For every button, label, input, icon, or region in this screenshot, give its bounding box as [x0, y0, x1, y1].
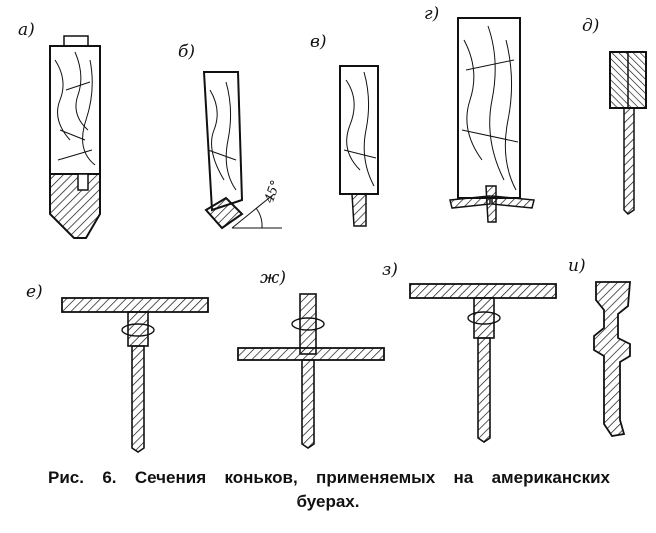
section-zh-rivet [291, 317, 325, 331]
caption-word: коньков, [224, 468, 298, 487]
label-a: а) [18, 20, 35, 40]
section-zh-top [299, 293, 317, 355]
section-b-angle-arc [255, 207, 263, 229]
label-e: е) [26, 282, 43, 302]
section-e-web [127, 311, 149, 347]
section-b-wood [202, 71, 244, 212]
section-g-plate-left [449, 195, 491, 209]
section-v-blade [351, 193, 367, 227]
section-z-flange [409, 283, 557, 299]
section-a-bolt [77, 173, 89, 191]
caption-word: американских [491, 468, 610, 487]
section-z-web [473, 297, 495, 339]
label-zh: ж) [260, 268, 286, 288]
caption-word: 6. [102, 468, 117, 487]
section-v-wood [339, 65, 379, 195]
section-zh-flange [237, 347, 385, 361]
label-d: д) [582, 16, 600, 36]
section-b [202, 71, 282, 230]
caption-word: применяемых [316, 468, 436, 487]
section-z-blade [477, 337, 491, 443]
section-v [339, 65, 379, 227]
section-zh-blade [301, 359, 315, 449]
section-z [409, 283, 557, 443]
caption-word: Рис. [48, 468, 84, 487]
section-e-rivet [121, 323, 155, 337]
label-i: и) [568, 256, 586, 276]
section-e-flange [61, 297, 209, 313]
section-e-blade [131, 345, 145, 453]
section-g [449, 17, 535, 223]
section-g-wood [457, 17, 521, 199]
caption-line-2: буерах. [296, 492, 360, 511]
section-g-plate-right [491, 195, 535, 209]
section-a-cap [63, 35, 89, 47]
section-z-rivet [467, 311, 501, 325]
label-b: б) [178, 42, 196, 62]
section-a [49, 35, 101, 239]
label-v: в) [310, 32, 327, 52]
section-d [609, 51, 647, 215]
section-g-grain [461, 25, 519, 191]
section-v-grain [343, 71, 377, 187]
section-d-blade [623, 107, 635, 215]
caption-word: на [453, 468, 474, 487]
label-z: з) [382, 260, 398, 280]
section-b-angle-line [231, 193, 275, 229]
section-a-blade [49, 173, 101, 239]
section-a-grain [54, 51, 96, 166]
label-g: г) [424, 4, 440, 24]
section-b-blade [204, 196, 244, 230]
caption-line-1: Рис. 6. Сечения коньков, применяемых на … [48, 468, 610, 488]
section-i-runner [593, 281, 631, 437]
section-e [61, 297, 209, 453]
section-g-blade [485, 185, 497, 223]
section-zh [237, 293, 385, 449]
section-i [593, 281, 631, 437]
section-b-grain [207, 81, 237, 191]
caption-word: Сечения [134, 468, 207, 487]
